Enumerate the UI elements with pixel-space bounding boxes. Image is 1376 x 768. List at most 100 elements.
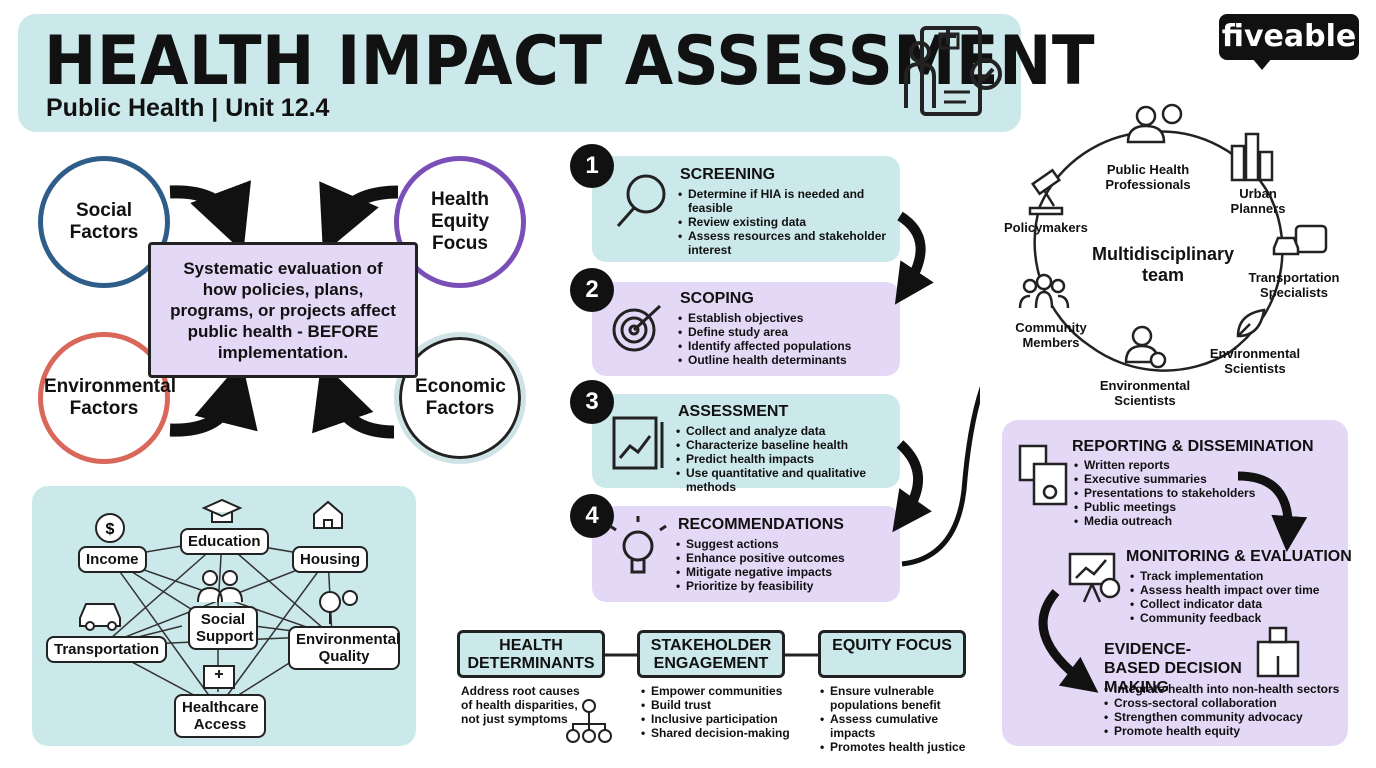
gavel-icon xyxy=(1028,168,1064,216)
documents-icon xyxy=(1018,444,1068,506)
step-2-title: SCOPING xyxy=(680,290,754,307)
building-icon xyxy=(1256,626,1300,678)
tree-icon xyxy=(319,590,358,624)
step-2-bullet: Define study area xyxy=(678,325,888,339)
evidence-bullets: Integrate health into non-health sectors… xyxy=(1104,682,1340,738)
principle-bullet: Ensure vulnerable populations benefit xyxy=(820,684,980,712)
principle-bullet: Assess cumulative impacts xyxy=(820,712,980,740)
step-3-bullet: Characterize baseline health xyxy=(676,438,896,452)
lightbulb-icon xyxy=(609,516,667,574)
reporting-bullet: Written reports xyxy=(1074,458,1274,472)
step-4-bullet: Enhance positive outcomes xyxy=(676,551,886,565)
people-heart-icon xyxy=(197,570,243,603)
community-icon xyxy=(1018,273,1070,309)
target-icon xyxy=(612,304,662,352)
determinant-social-support: Social Support xyxy=(188,606,258,650)
evidence-bullet: Promote health equity xyxy=(1104,724,1340,738)
step-2-number: 2 xyxy=(570,268,614,312)
step-3-title: ASSESSMENT xyxy=(678,403,789,420)
monitoring-bullet: Track implementation xyxy=(1130,569,1340,583)
dollar-icon xyxy=(95,513,125,543)
step-1-bullet: Review existing data xyxy=(678,215,888,229)
monitoring-title: MONITORING & EVALUATION xyxy=(1126,548,1352,565)
health-report-icon xyxy=(904,26,1002,116)
monitoring-bullet: Assess health impact over time xyxy=(1130,583,1340,597)
reporting-bullet: Presentations to stakeholders xyxy=(1074,486,1274,500)
step-4-title: RECOMMENDATIONS xyxy=(678,516,844,533)
principle-bullet: Inclusive participation xyxy=(641,712,801,726)
determinants-network-lines: $ xyxy=(79,498,358,709)
monitoring-bullet: Collect indicator data xyxy=(1130,597,1340,611)
steps-icons-arrows xyxy=(609,174,980,574)
step-2-bullet: Establish objectives xyxy=(678,311,888,325)
economic-factors-label: Economic Factors xyxy=(415,376,506,419)
scientist-icon xyxy=(1124,325,1167,369)
environmental-factors-label: Environmental Factors xyxy=(44,376,176,419)
equity-focus-principle: EQUITY FOCUS xyxy=(818,630,966,678)
city-buildings-icon xyxy=(1230,132,1274,182)
social-factors-label: Social Factors xyxy=(69,200,139,243)
title-banner xyxy=(18,14,1021,132)
network-people-icon xyxy=(566,699,612,743)
reporting-bullet: Public meetings xyxy=(1074,500,1274,514)
health-equity-circle: Health Equity Focus xyxy=(394,156,526,288)
determinant-healthcare-access: Healthcare Access xyxy=(174,694,266,738)
graduation-cap-icon xyxy=(201,498,243,523)
step-4-bullet: Prioritize by feasibility xyxy=(676,579,886,593)
hia-definition-box: Systematic evaluation of how policies, p… xyxy=(148,242,418,378)
reporting-bullet: Media outreach xyxy=(1074,514,1274,528)
fiveable-logo: fiveable xyxy=(1219,14,1359,60)
magnifier-icon xyxy=(616,174,666,227)
step-1-bullet: Determine if HIA is needed and feasible xyxy=(678,187,888,215)
logo-tail xyxy=(1252,58,1272,70)
principle-title: HEALTH DETERMINANTS xyxy=(467,637,595,672)
reporting-bullet: Executive summaries xyxy=(1074,472,1274,486)
team-member-environmental-1: Environmental Scientists xyxy=(1209,346,1301,376)
step-1-bullets: Determine if HIA is needed and feasible … xyxy=(678,187,888,257)
evidence-bullet: Strengthen community advocacy xyxy=(1104,710,1340,724)
reporting-bullets: Written reports Executive summaries Pres… xyxy=(1074,458,1274,528)
evidence-bullet: Integrate health into non-health sectors xyxy=(1104,682,1340,696)
page-subtitle: Public Health | Unit 12.4 xyxy=(46,94,330,122)
step-1-number: 1 xyxy=(570,144,614,188)
team-member-urban-planners: Urban Planners xyxy=(1230,186,1286,216)
hia-definition-text: Systematic evaluation of how policies, p… xyxy=(170,258,396,362)
step-4-number: 4 xyxy=(570,494,614,538)
principle-bullet: Build trust xyxy=(641,698,801,712)
monitoring-bullets: Track implementation Assess health impac… xyxy=(1130,569,1340,625)
step-2-bullet: Outline health determinants xyxy=(678,353,888,367)
principle-title: EQUITY FOCUS xyxy=(832,637,952,654)
step-4-bullet: Suggest actions xyxy=(676,537,886,551)
presentation-chart-icon xyxy=(1068,552,1121,603)
step-1-bullet: Assess resources and stakeholder interes… xyxy=(678,229,888,257)
step-4-bullet: Mitigate negative impacts xyxy=(676,565,886,579)
stakeholder-engagement-bullets: Empower communities Build trust Inclusiv… xyxy=(641,684,801,740)
step-3-number: 3 xyxy=(570,380,614,424)
stakeholder-engagement-principle: STAKEHOLDER ENGAGEMENT xyxy=(637,630,785,678)
team-circle xyxy=(1018,103,1328,372)
principle-title: STAKEHOLDER ENGAGEMENT xyxy=(650,637,772,672)
house-icon xyxy=(313,500,343,529)
reporting-title: REPORTING & DISSEMINATION xyxy=(1072,438,1314,455)
health-equity-label: Health Equity Focus xyxy=(430,189,490,254)
car-icon xyxy=(79,603,121,631)
leaf-icon xyxy=(1236,308,1266,338)
determinant-housing: Housing xyxy=(292,546,368,573)
step-2-bullet: Identify affected populations xyxy=(678,339,888,353)
principle-bullet: Promotes health justice xyxy=(820,740,980,754)
factor-arrows xyxy=(169,180,399,439)
principle-bullet: Empower communities xyxy=(641,684,801,698)
principle-connectors xyxy=(604,653,820,657)
doctor-icon xyxy=(1126,103,1183,144)
evidence-bullet: Cross-sectoral collaboration xyxy=(1104,696,1340,710)
monitoring-bullet: Community feedback xyxy=(1130,611,1340,625)
equity-focus-bullets: Ensure vulnerable populations benefit As… xyxy=(820,684,980,754)
determinant-transportation: Transportation xyxy=(46,636,168,663)
svg-text:$: $ xyxy=(106,521,115,538)
team-member-policymakers: Policymakers xyxy=(1004,220,1088,235)
team-member-environmental-2: Environmental Scientists xyxy=(1099,378,1191,408)
step-3-bullet: Use quantitative and qualitative methods xyxy=(676,466,896,494)
team-member-community: Community Members xyxy=(1015,320,1087,350)
step-1-title: SCREENING xyxy=(680,166,776,183)
health-determinants-principle: HEALTH DETERMINANTS xyxy=(457,630,605,678)
